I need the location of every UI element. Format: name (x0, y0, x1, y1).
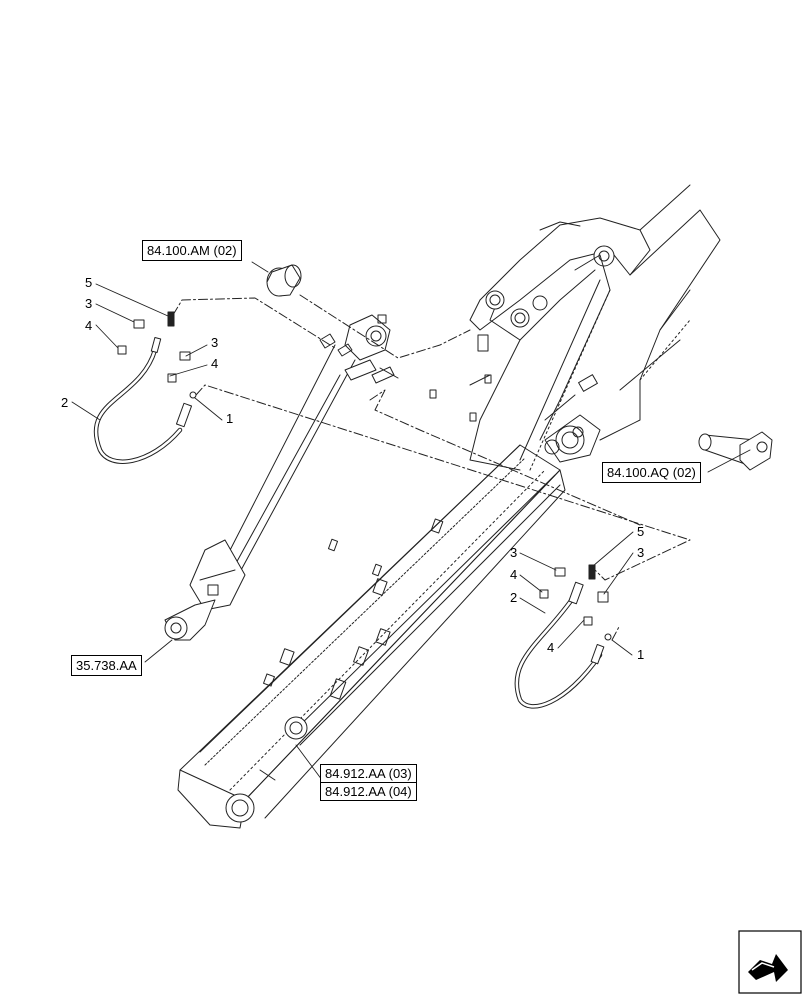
callout-left-5: 5 (85, 275, 93, 290)
ref-84-912-group: 84.912.AA (03) 84.912.AA (04) (320, 764, 417, 801)
callout-right-5: 5 (637, 524, 645, 539)
callout-left-1: 1 (226, 411, 234, 426)
boom-center-bore (284, 716, 308, 740)
callout-left-3a: 3 (85, 296, 93, 311)
callout-left-4a: 4 (85, 318, 93, 333)
ref-84-912-03[interactable]: 84.912.AA (03) (325, 766, 412, 781)
boom-end-pin (225, 793, 255, 823)
ref-35-738[interactable]: 35.738.AA (71, 655, 142, 676)
callout-left-2: 2 (61, 395, 69, 410)
next-page-arrow-icon[interactable] (738, 930, 802, 994)
right-hose (514, 564, 612, 709)
left-hose (93, 311, 197, 464)
callout-right-4a: 4 (510, 567, 518, 582)
lower-pivot-pin (555, 425, 585, 455)
boom-arm (177, 444, 566, 829)
ref-84-912-04[interactable]: 84.912.AA (04) (321, 782, 416, 800)
callout-right-4b: 4 (547, 640, 555, 655)
bushing-part (266, 264, 302, 297)
ref-84-100-am[interactable]: 84.100.AM (02) (142, 240, 242, 261)
callout-right-3a: 3 (510, 545, 518, 560)
cylinder-top-eye (365, 325, 387, 347)
callout-right-3b: 3 (637, 545, 645, 560)
hydraulic-cylinder (164, 314, 399, 641)
pin-part (698, 431, 773, 471)
callout-right-2: 2 (510, 590, 518, 605)
callout-right-1: 1 (637, 647, 645, 662)
cylinder-rod-eye (164, 616, 188, 640)
callout-left-3b: 3 (211, 335, 219, 350)
ref-84-100-aq[interactable]: 84.100.AQ (02) (602, 462, 701, 483)
callout-left-4b: 4 (211, 356, 219, 371)
boom-head (429, 184, 721, 471)
leader-lines (71, 261, 751, 781)
routing-lines (172, 294, 691, 641)
